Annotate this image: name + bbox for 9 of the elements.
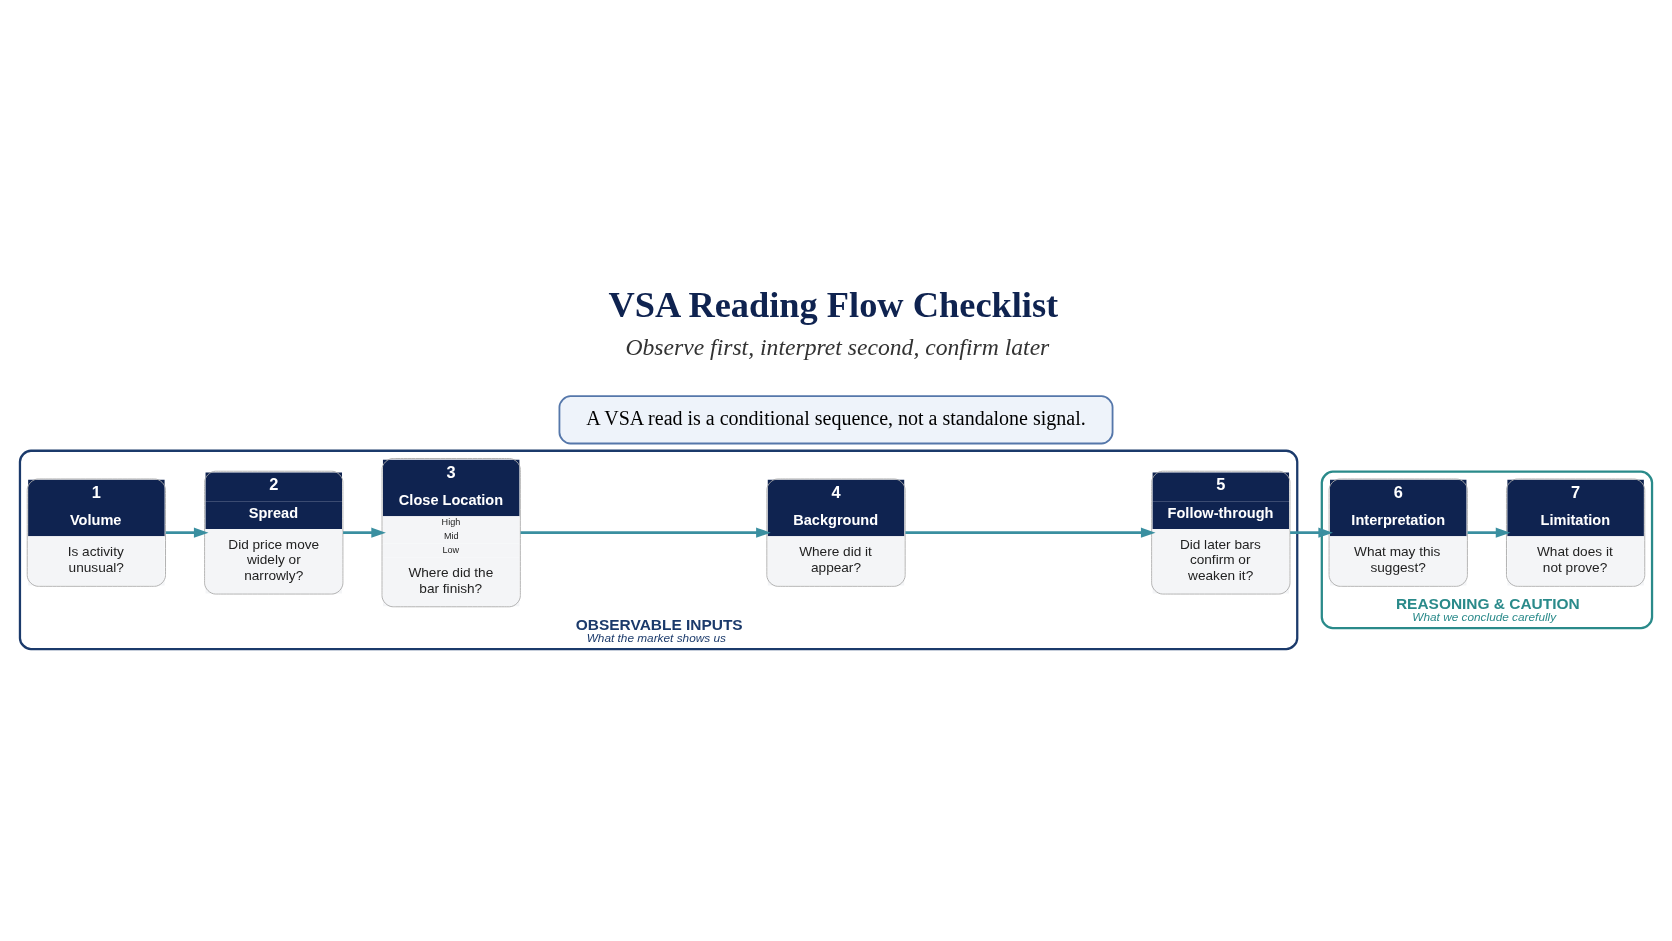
arrow [165,527,209,538]
arrow [343,527,386,538]
node-box: A VSA read is a conditional sequence, not a standalone signal. [558,394,1114,444]
label: Observe first, interpret second, confirm later [625,333,1050,360]
arrow [520,527,771,538]
diagram-title: VSA Reading Flow Checklist [608,284,1059,325]
arrow [905,527,1156,538]
arrow [1467,527,1511,538]
arrow [1290,527,1333,538]
